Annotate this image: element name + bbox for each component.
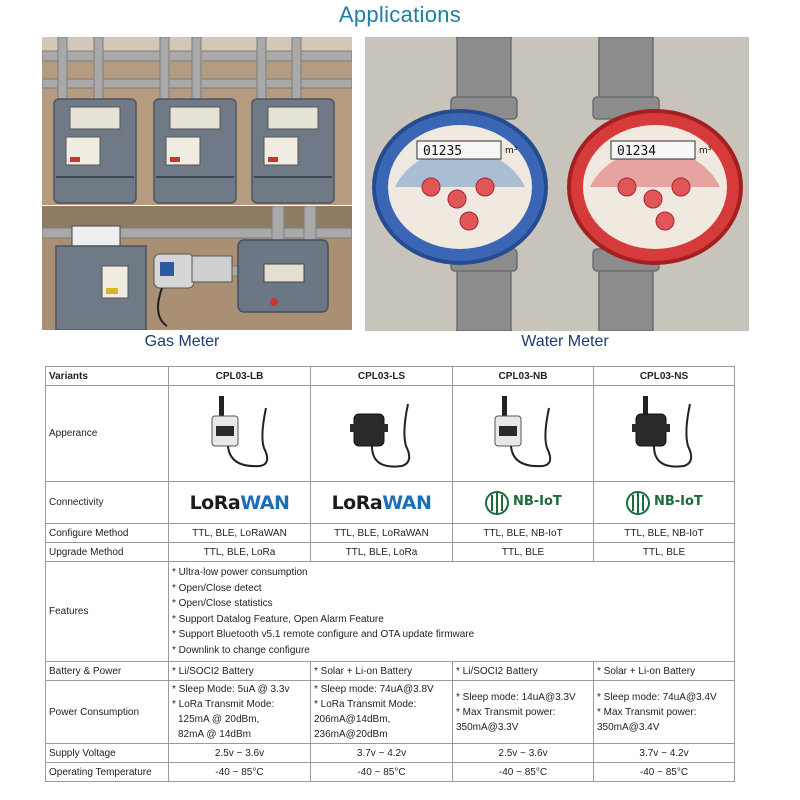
nbiot-logo: NB-IoT xyxy=(484,490,562,515)
power-cell: * Sleep Mode: 5uA @ 3.3v * LoRa Transmit… xyxy=(168,680,311,744)
features-list: * Ultra-low power consumption * Open/Clo… xyxy=(168,561,735,662)
gas-meter-caption: Gas Meter xyxy=(144,333,220,350)
connectivity-row: Connectivity LoRaWAN LoRaWAN NB-IoT xyxy=(45,481,735,524)
upgrade-cell: TTL, BLE, LoRa xyxy=(168,542,311,562)
temperature-cell: -40 ~ 85°C xyxy=(168,762,311,782)
header-cpl03-lb: CPL03-LB xyxy=(168,366,311,386)
temperature-cell: -40 ~ 85°C xyxy=(310,762,453,782)
feature-item: * Open/Close detect xyxy=(172,582,262,594)
temperature-label: Operating Temperature xyxy=(45,762,169,782)
feature-item: * Open/Close statistics xyxy=(172,598,273,609)
upgrade-row: Upgrade Method TTL, BLE, LoRa TTL, BLE, … xyxy=(45,542,735,562)
voltage-cell: 2.5v ~ 3.6v xyxy=(168,743,311,763)
configure-cell: TTL, BLE, LoRaWAN xyxy=(310,523,453,543)
upgrade-cell: TTL, BLE xyxy=(593,542,735,562)
voltage-label: Supply Voltage xyxy=(45,743,169,763)
gas-meter-photo-bottom xyxy=(42,206,352,330)
nbiot-globe-icon xyxy=(485,490,510,515)
blue-meter-reading: 01235 xyxy=(423,144,462,159)
configure-row: Configure Method TTL, BLE, LoRaWAN TTL, … xyxy=(45,523,735,543)
power-cell: * Sleep mode: 74uA@3.8V * LoRa Transmit … xyxy=(310,680,453,744)
battery-cell: * Li/SOCI2 Battery xyxy=(452,661,594,681)
features-row: Features * Ultra-low power consumption *… xyxy=(45,561,735,662)
battery-cell: * Li/SOCI2 Battery xyxy=(168,661,311,681)
voltage-cell: 3.7v ~ 4.2v xyxy=(310,743,453,763)
voltage-cell: 3.7v ~ 4.2v xyxy=(593,743,735,763)
appearance-label: Apperance xyxy=(45,385,169,482)
header-variants: Variants xyxy=(45,366,169,386)
nbiot-globe-icon xyxy=(626,490,651,515)
red-meter-reading: 01234 xyxy=(617,144,656,159)
power-label: Power Consumption xyxy=(45,680,169,744)
battery-label: Battery & Power xyxy=(45,661,169,681)
header-cpl03-nb: CPL03-NB xyxy=(452,366,594,386)
configure-cell: TTL, BLE, LoRaWAN xyxy=(168,523,311,543)
power-cell: * Sleep mode: 14uA@3.3V * Max Transmit p… xyxy=(452,680,594,744)
upgrade-cell: TTL, BLE, LoRa xyxy=(310,542,453,562)
appearance-row: Apperance xyxy=(45,385,735,482)
power-cell: * Sleep mode: 74uA@3.4V * Max Transmit p… xyxy=(593,680,735,744)
header-row: Variants CPL03-LB CPL03-LS CPL03-NB CPL0… xyxy=(45,366,735,386)
configure-label: Configure Method xyxy=(45,523,169,543)
battery-row: Battery & Power * Li/SOCI2 Battery * Sol… xyxy=(45,661,735,681)
upgrade-cell: TTL, BLE xyxy=(452,542,594,562)
battery-cell: * Solar + Li-on Battery xyxy=(593,661,735,681)
feature-item: * Downlink to change configure xyxy=(172,644,310,656)
spec-table: Variants CPL03-LB CPL03-LS CPL03-NB CPL0… xyxy=(45,366,735,782)
upgrade-label: Upgrade Method xyxy=(45,542,169,562)
power-row: Power Consumption * Sleep Mode: 5uA @ 3.… xyxy=(45,680,735,744)
temperature-cell: -40 ~ 85°C xyxy=(452,762,594,782)
cpl03-nb-device-image xyxy=(494,396,552,468)
nbiot-logo: NB-IoT xyxy=(625,490,703,515)
feature-item: * Ultra-low power consumption xyxy=(172,567,308,578)
feature-item: * Support Bluetooth v5.1 remote configur… xyxy=(172,629,475,640)
temperature-row: Operating Temperature -40 ~ 85°C -40 ~ 8… xyxy=(45,762,735,782)
configure-cell: TTL, BLE, NB-IoT xyxy=(593,523,735,543)
connectivity-label: Connectivity xyxy=(45,481,169,524)
temperature-cell: -40 ~ 85°C xyxy=(593,762,735,782)
lorawan-logo: LoRaWAN xyxy=(331,491,432,514)
voltage-cell: 2.5v ~ 3.6v xyxy=(452,743,594,763)
blue-meter-unit: m³ xyxy=(505,146,518,156)
configure-cell: TTL, BLE, NB-IoT xyxy=(452,523,594,543)
water-meter-caption: Water Meter xyxy=(521,333,609,350)
feature-item: * Support Datalog Feature, Open Alarm Fe… xyxy=(172,613,384,625)
cpl03-lb-device-image xyxy=(211,396,268,468)
battery-cell: * Solar + Li-on Battery xyxy=(310,661,453,681)
red-meter-unit: m³ xyxy=(699,146,712,156)
gas-meter-photo-top xyxy=(42,37,352,205)
voltage-row: Supply Voltage 2.5v ~ 3.6v 3.7v ~ 4.2v 2… xyxy=(45,743,735,763)
cpl03-ns-device-image xyxy=(632,396,693,468)
features-label: Features xyxy=(45,561,169,662)
water-meter-photo: 01235 m³ 01234 m³ xyxy=(365,37,749,331)
lorawan-logo: LoRaWAN xyxy=(189,491,290,514)
cpl03-ls-device-image xyxy=(349,403,410,468)
header-cpl03-ns: CPL03-NS xyxy=(593,366,735,386)
header-cpl03-ls: CPL03-LS xyxy=(310,366,453,386)
page-title: Applications xyxy=(338,2,462,27)
